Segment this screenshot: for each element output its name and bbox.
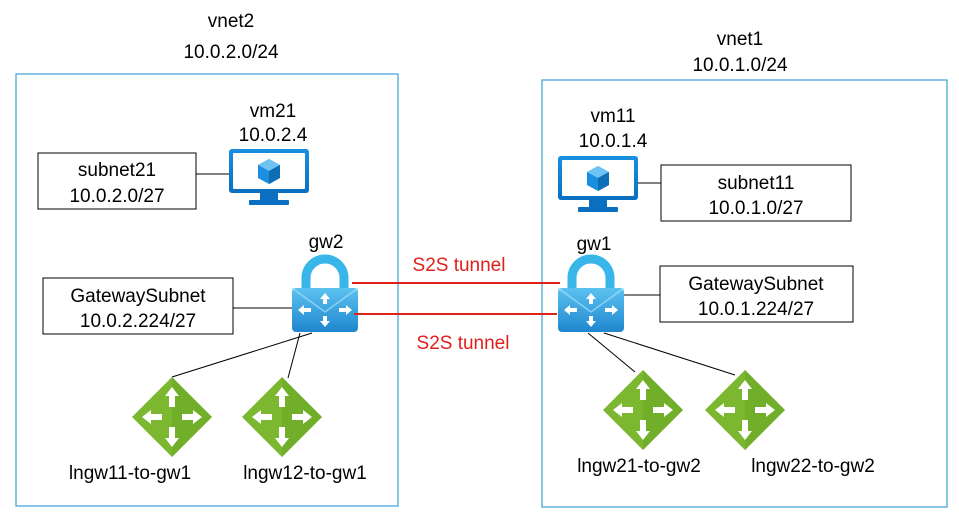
vpn-gateway-lock-icon: [292, 259, 358, 332]
gatewaysubnet1-cidr: 10.0.1.224/27: [698, 299, 814, 320]
vnet2-group: vnet2 10.0.2.0/24 vm21 10.0.2.4 subnet21…: [15, 11, 399, 507]
vnet2-cidr: 10.0.2.0/24: [183, 42, 279, 63]
vnet2-boundary: [15, 73, 399, 507]
gw2-lngw11-connector: [171, 332, 313, 378]
subnet11-cidr: 10.0.1.0/27: [708, 198, 803, 219]
vm-monitor-icon: [558, 156, 638, 212]
subnet21-cidr: 10.0.2.0/27: [69, 186, 164, 207]
tunnels: S2S tunnel S2S tunnel: [352, 255, 560, 354]
local-network-gateway-icon: [242, 377, 322, 457]
gatewaysubnet2-box: [42, 277, 234, 335]
gatewaysubnet2-name: GatewaySubnet: [70, 286, 206, 307]
vnet1-boundary: [541, 79, 948, 508]
subnet21-box: [37, 152, 197, 210]
local-network-gateway-icon: [132, 377, 212, 457]
gw2-lngw12-connector: [287, 332, 301, 379]
vnet1-group: vnet1 10.0.1.0/24 vm11 10.0.1.4 subnet11…: [541, 29, 948, 508]
lngw22-label: lngw22-to-gw2: [751, 456, 875, 477]
gw1-name: gw1: [577, 234, 612, 255]
lngw21-label: lngw21-to-gw2: [577, 456, 701, 477]
lngw12-label: lngw12-to-gw1: [243, 463, 367, 484]
gw1-lngw22-connector: [603, 332, 736, 376]
vm-monitor-icon: [229, 149, 309, 205]
lngw11-label: lngw11-to-gw1: [69, 463, 191, 484]
subnet21-name: subnet21: [78, 160, 156, 181]
vnet1-cidr: 10.0.1.0/24: [692, 55, 788, 76]
tunnel-label-bottom: S2S tunnel: [417, 333, 510, 354]
vm11-name: vm11: [590, 106, 635, 127]
subnet11-name: subnet11: [718, 173, 795, 194]
vm21-name: vm21: [250, 101, 296, 122]
gatewaysubnet1-name: GatewaySubnet: [688, 274, 824, 295]
local-network-gateway-icon: [705, 370, 785, 450]
gw2-name: gw2: [309, 232, 344, 253]
vpn-gateway-lock-icon: [558, 259, 624, 332]
local-network-gateway-icon: [603, 370, 683, 450]
gatewaysubnet1-box: [659, 265, 854, 323]
vnet2-name: vnet2: [208, 11, 254, 32]
tunnel-label-top: S2S tunnel: [413, 255, 506, 276]
gw1-lngw21-connector: [587, 332, 636, 373]
subnet11-box: [660, 164, 852, 222]
vm21-ip: 10.0.2.4: [239, 125, 308, 146]
vnet1-name: vnet1: [717, 29, 763, 50]
vm11-ip: 10.0.1.4: [579, 131, 648, 152]
gatewaysubnet2-cidr: 10.0.2.224/27: [80, 311, 196, 332]
